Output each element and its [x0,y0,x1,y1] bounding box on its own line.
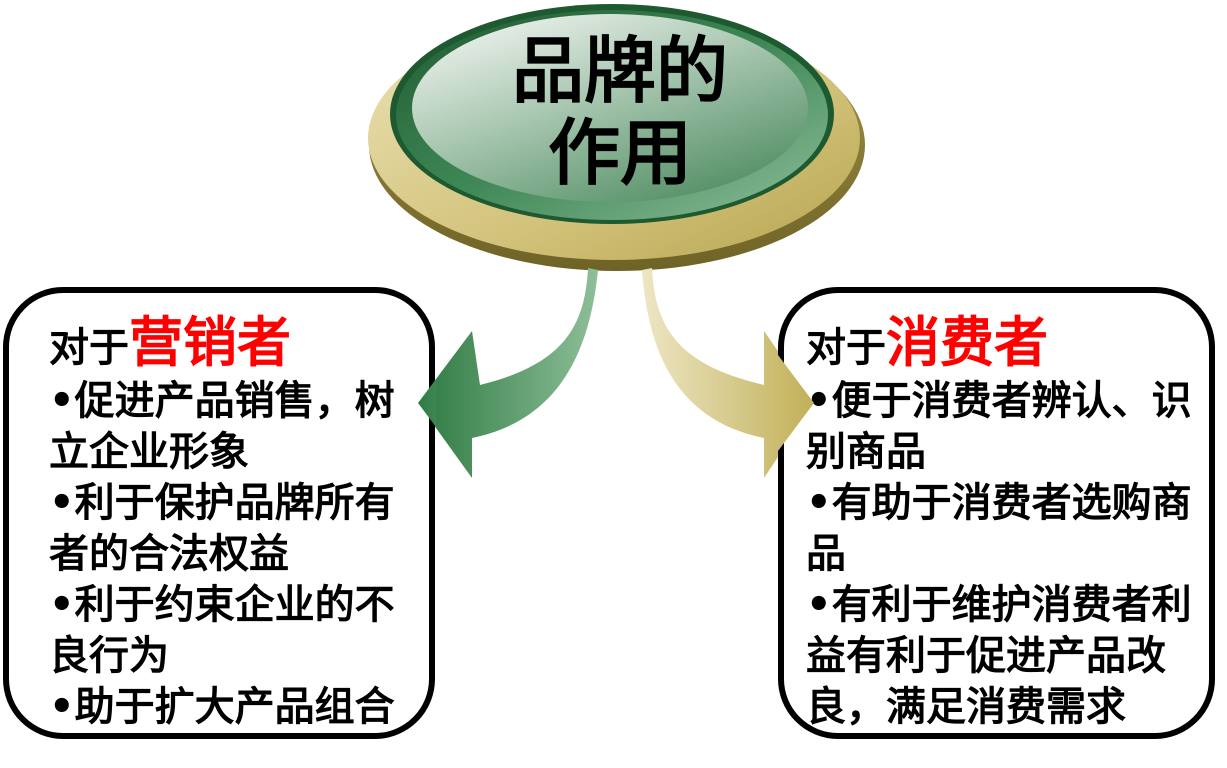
heading-prefix: 对于 [806,324,886,371]
list-item: 者的合法权益 [49,530,289,577]
list-item: 良，满足消费需求 [806,683,1126,730]
marketer-panel: 对于营销者 •促进产品销售，树 立企业形象 •利于保护品牌所有 者的合法权益 •… [3,287,435,739]
heading-subject: 营销者 [129,310,291,374]
list-item: •利于保护品牌所有 [49,479,395,526]
list-item: •有利于维护消费者利 [806,581,1192,628]
central-title: 品牌的 作用 [470,30,770,194]
title-line-1: 品牌的 [511,28,728,113]
list-item: •利于约束企业的不 [49,581,395,628]
list-item: 益有利于促进产品改 [806,632,1166,679]
list-item: •便于消费者辨认、识 [806,377,1192,424]
left-arrow-icon [418,268,598,478]
list-item: 别商品 [806,428,926,475]
right-arrow-icon [642,268,814,478]
heading-prefix: 对于 [49,324,129,371]
list-item: •促进产品销售，树 [49,377,395,424]
heading-subject: 消费者 [886,310,1048,374]
list-item: •助于扩大产品组合 [49,683,395,730]
list-item: 良行为 [49,632,169,679]
consumer-panel: 对于消费者 •便于消费者辨认、识 别商品 •有助于消费者选购商 品 •有利于维护… [778,287,1215,739]
marketer-heading: 对于营销者 [49,315,429,375]
list-item: •有助于消费者选购商 [806,479,1192,526]
consumer-heading: 对于消费者 [806,315,1209,375]
list-item: 品 [806,530,846,577]
list-item: 立企业形象 [49,428,249,475]
title-line-2: 作用 [547,110,692,195]
